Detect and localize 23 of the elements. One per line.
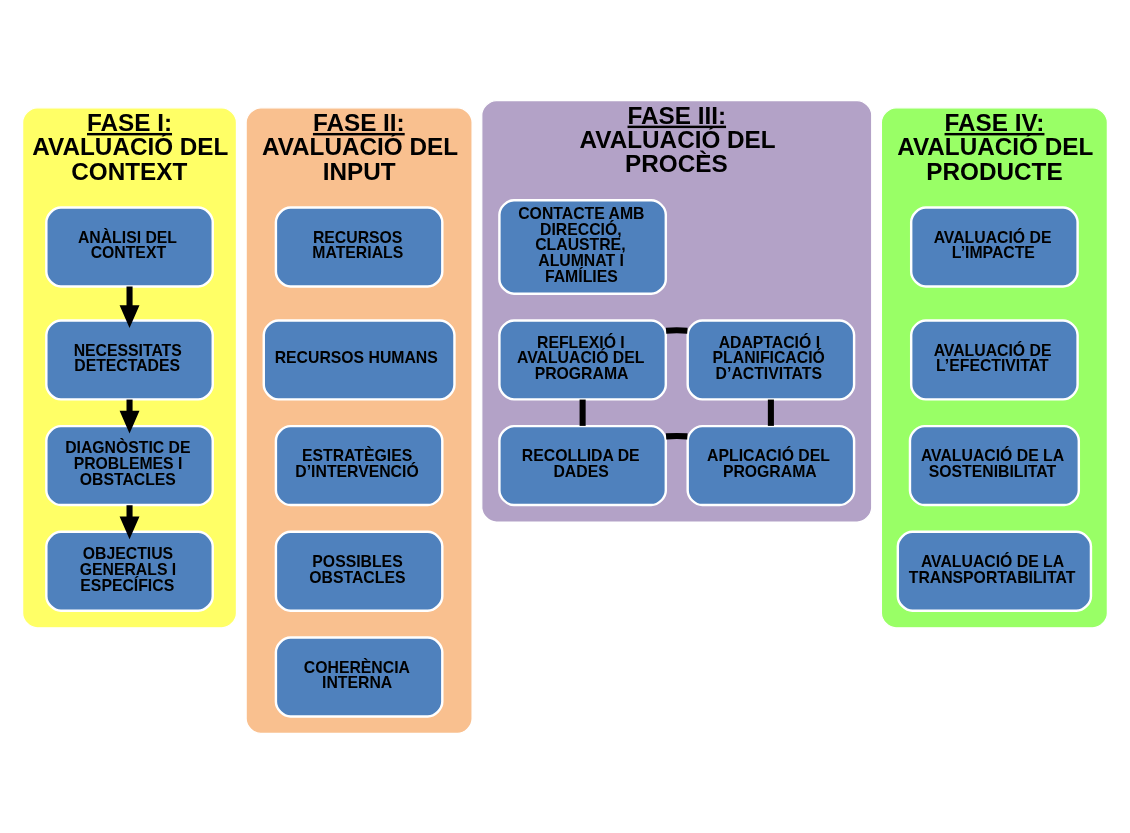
- node-box: RECOLLIDA DE DADES: [498, 424, 668, 506]
- node-box: POSSIBLES OBSTACLES: [274, 530, 444, 612]
- node-box: ANÀLISI DEL CONTEXT: [45, 205, 214, 288]
- node-box: AVALUACIÓ DE LA SOSTENIBILITAT: [908, 424, 1081, 506]
- node-box: AVALUACIÓ DE L’EFECTIVITAT: [909, 318, 1079, 401]
- arrow: [119, 286, 140, 328]
- node-box: CONTACTE AMB DIRECCIÓ, CLAUSTRE, ALUMNAT I FAMÍLIES: [498, 198, 668, 295]
- node-box: NECESSITATS DETECTADES: [45, 318, 214, 401]
- connector: [767, 399, 774, 426]
- node-box: ESTRATÈGIES D’INTERVENCIÓ: [274, 424, 444, 506]
- node-box: DIAGNÒSTIC DE PROBLEMES I OBSTACLES: [45, 424, 214, 506]
- connector: [665, 326, 688, 334]
- node-box: AVALUACIÓ DE LA TRANSPORTABILITAT: [896, 530, 1093, 612]
- node-box: AVALUACIÓ DE L’IMPACTE: [909, 205, 1079, 288]
- node-box: RECURSOS MATERIALS: [274, 205, 444, 288]
- node-box: OBJECTIUS GENERALS I ESPECÍFICS: [45, 530, 214, 612]
- node-box: APLICACIÓ DEL PROGRAMA: [686, 424, 856, 506]
- node-box: ADAPTACIÓ I PLANIFICACIÓ D’ACTIVITATS: [686, 318, 856, 401]
- node-box: REFLEXIÓ I AVALUACIÓ DEL PROGRAMA: [498, 318, 668, 401]
- node-box: RECURSOS HUMANS: [262, 318, 456, 401]
- connector: [579, 399, 586, 426]
- node-box: COHERÈNCIA INTERNA: [274, 635, 444, 718]
- connector: [665, 432, 688, 439]
